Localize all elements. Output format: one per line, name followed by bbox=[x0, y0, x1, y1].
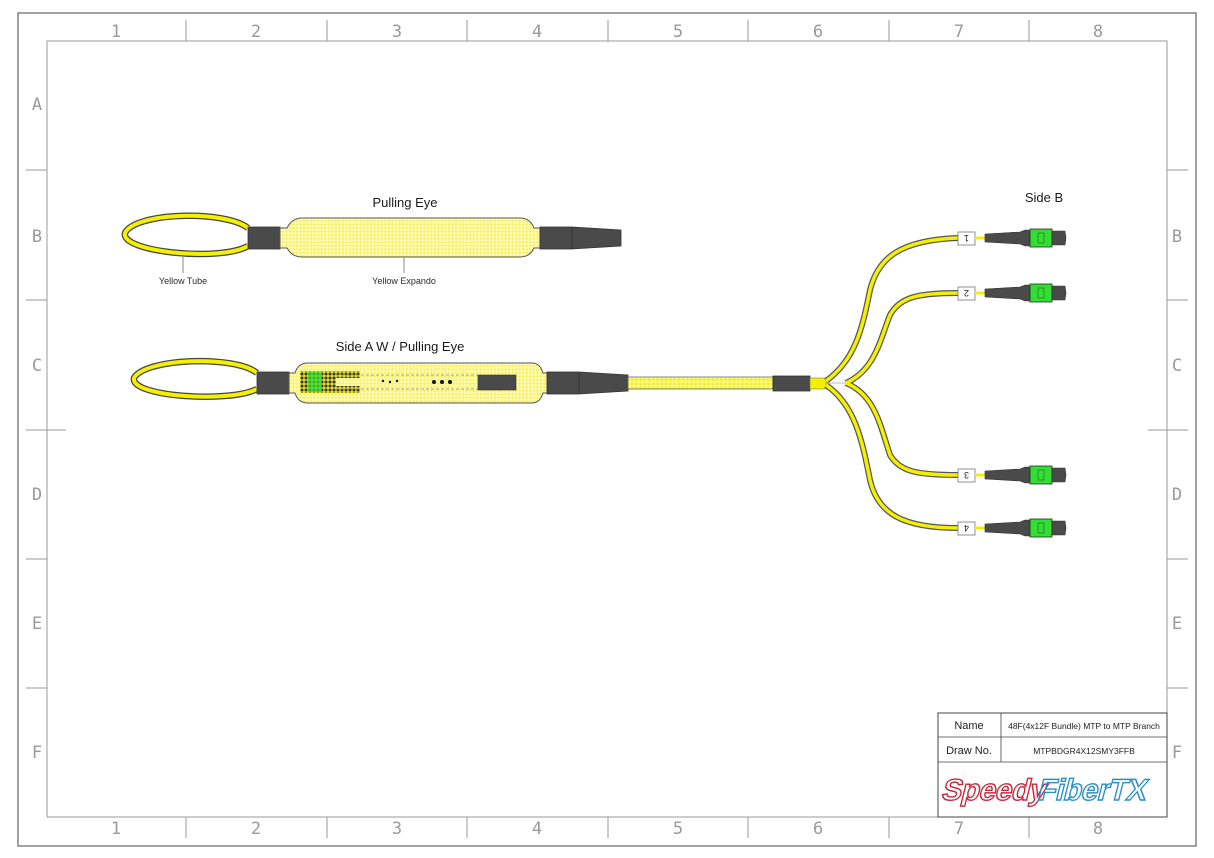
leg-label: 1 bbox=[964, 233, 969, 243]
row-label: A bbox=[32, 95, 42, 115]
heat-shrink-sleeve bbox=[539, 226, 573, 250]
column-label: 8 bbox=[1093, 22, 1103, 42]
column-label: 6 bbox=[813, 22, 823, 42]
drawing-frame bbox=[17, 12, 1197, 847]
column-label: 1 bbox=[111, 819, 121, 839]
column-label: 2 bbox=[251, 819, 261, 839]
row-label: D bbox=[1172, 485, 1182, 505]
heat-shrink-sleeve bbox=[256, 371, 290, 395]
mtp-housing-green-icon bbox=[1029, 518, 1053, 538]
mtp-housing-green-icon bbox=[1029, 283, 1053, 303]
internal-sleeve bbox=[477, 374, 517, 391]
row-labels-right: B C D E F bbox=[1172, 227, 1182, 763]
column-label: 7 bbox=[954, 22, 964, 42]
column-label: 5 bbox=[673, 22, 683, 42]
connector-boot bbox=[984, 229, 1031, 247]
side-b-title: Side B bbox=[1025, 190, 1063, 205]
column-label: 5 bbox=[673, 819, 683, 839]
pulling-eye-detail: Pulling Eye Yellow Tube Yellow Expando bbox=[121, 195, 622, 286]
row-label: F bbox=[1172, 743, 1182, 763]
leg-label: 4 bbox=[964, 523, 969, 533]
trunk-cable bbox=[627, 376, 774, 390]
heat-shrink-sleeve bbox=[546, 371, 580, 395]
connector-boot bbox=[984, 466, 1031, 484]
draw-number-label: Draw No. bbox=[946, 745, 992, 757]
column-label: 3 bbox=[392, 22, 402, 42]
yellow-expando-sleeve bbox=[279, 217, 541, 258]
heat-shrink-sleeve bbox=[247, 226, 281, 250]
row-label: B bbox=[1172, 227, 1182, 247]
breakout-legs bbox=[824, 235, 959, 531]
column-label: 4 bbox=[532, 22, 542, 42]
column-labels-top: 1 2 3 4 5 6 7 8 bbox=[111, 22, 1103, 42]
row-labels-left: A B C D E F bbox=[32, 95, 42, 763]
tapered-boot bbox=[571, 226, 622, 250]
row-label: C bbox=[1172, 356, 1182, 376]
column-label: 8 bbox=[1093, 819, 1103, 839]
side-a-title: Side A W / Pulling Eye bbox=[336, 339, 465, 354]
name-value: 48F(4x12F Bundle) MTP to MTP Branch bbox=[1008, 721, 1160, 731]
title-block: Name 48F(4x12F Bundle) MTP to MTP Branch… bbox=[937, 712, 1168, 818]
connector-boot bbox=[984, 284, 1031, 302]
mtp-connector-leg-3: 3 bbox=[957, 465, 1067, 485]
mtp-housing-green-icon bbox=[1029, 228, 1053, 248]
column-label: 3 bbox=[392, 819, 402, 839]
breakout-sleeve bbox=[772, 375, 811, 392]
speedyfibertx-logo: Speedy FiberTX bbox=[938, 773, 1153, 808]
mtp-connector-leg-2: 2 bbox=[957, 283, 1067, 303]
draw-number-value: MTPBDGR4X12SMY3FFB bbox=[1033, 746, 1135, 756]
row-label: C bbox=[32, 356, 42, 376]
yellow-tube-loop-icon bbox=[121, 212, 250, 258]
logo-speedy: Speedy bbox=[939, 773, 1052, 806]
row-label: F bbox=[32, 743, 42, 763]
row-label: E bbox=[32, 614, 42, 634]
pulling-eye-title: Pulling Eye bbox=[372, 195, 437, 210]
outer-border bbox=[17, 12, 1197, 847]
yellow-expando-callout: Yellow Expando bbox=[372, 276, 436, 286]
column-label: 1 bbox=[111, 22, 121, 42]
column-labels-bottom: 1 2 3 4 5 6 7 8 bbox=[111, 819, 1103, 839]
column-label: 2 bbox=[251, 22, 261, 42]
logo-fibertx: FiberTX bbox=[1035, 773, 1153, 806]
side-b-connectors: 1 2 3 4 bbox=[957, 228, 1067, 538]
mtp-connector-green-icon bbox=[308, 372, 322, 392]
name-label: Name bbox=[954, 720, 983, 732]
tapered-boot bbox=[578, 371, 629, 395]
yellow-tube-callout: Yellow Tube bbox=[159, 276, 207, 286]
mtp-housing-green-icon bbox=[1029, 465, 1053, 485]
mtp-connector-leg-1: 1 bbox=[957, 228, 1067, 248]
yellow-tube-loop-icon bbox=[130, 357, 260, 400]
leg-label: 3 bbox=[964, 470, 969, 480]
column-label: 4 bbox=[532, 819, 542, 839]
row-label: D bbox=[32, 485, 42, 505]
column-label: 7 bbox=[954, 819, 964, 839]
row-label: E bbox=[1172, 614, 1182, 634]
column-label: 6 bbox=[813, 819, 823, 839]
leg-label: 2 bbox=[964, 288, 969, 298]
side-a-assembly: Side A W / Pulling Eye bbox=[130, 339, 827, 404]
mtp-connector-leg-4: 4 bbox=[957, 518, 1067, 538]
row-label: B bbox=[32, 227, 42, 247]
connector-boot bbox=[984, 519, 1031, 537]
inner-border bbox=[46, 40, 1168, 818]
